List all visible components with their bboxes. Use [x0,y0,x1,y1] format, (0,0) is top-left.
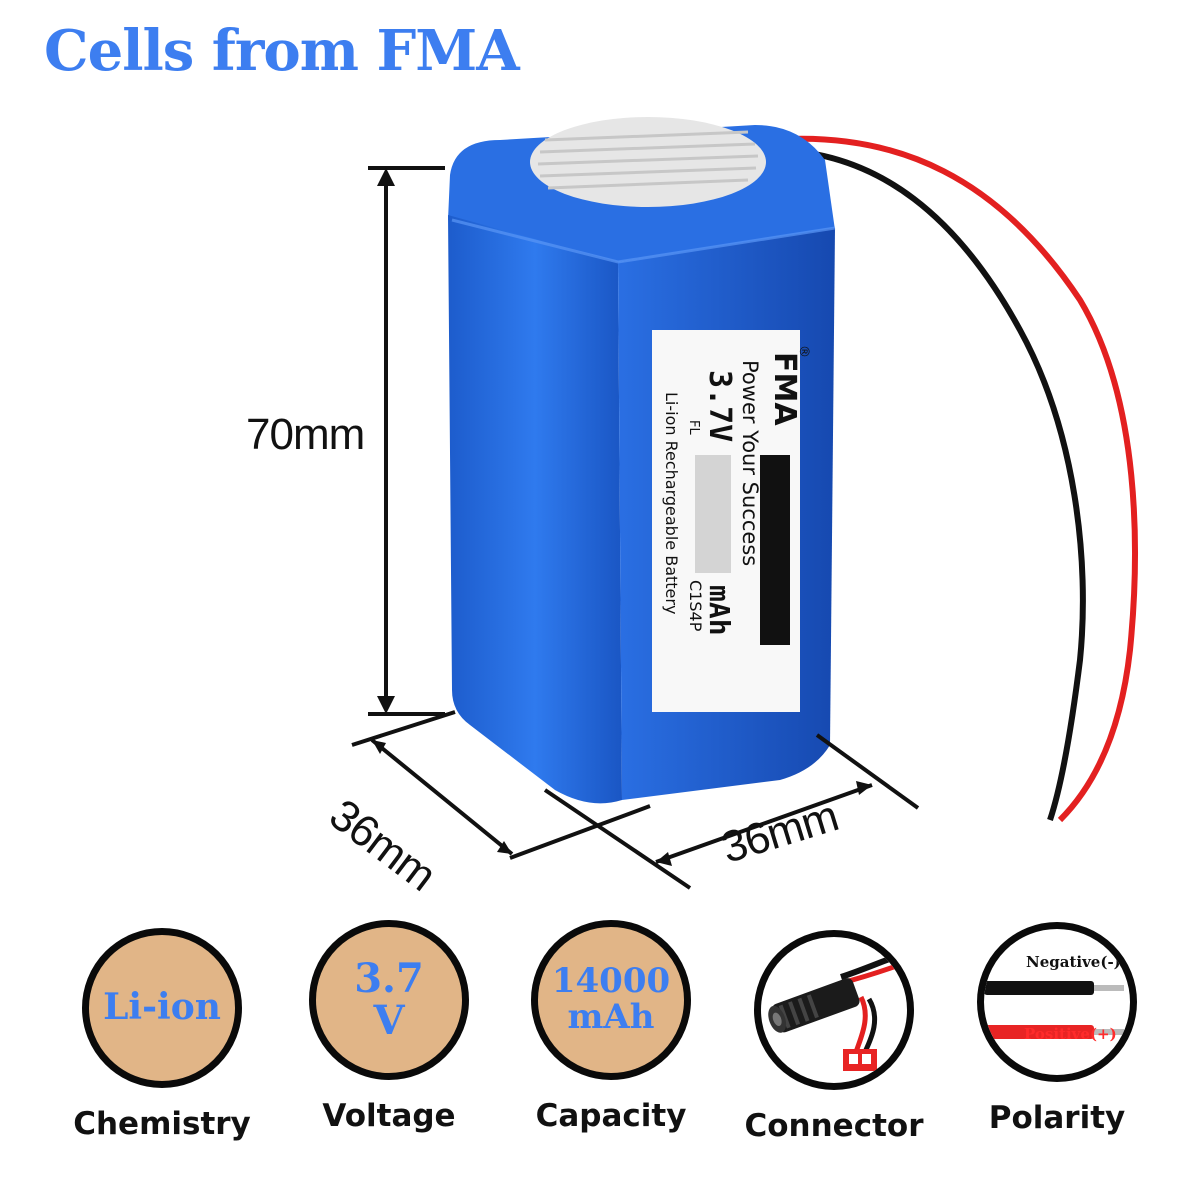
polarity-label: Polarity [988,1100,1126,1136]
voltage-unit: V [373,997,405,1044]
polarity-positive-label: Positive(+) [1024,1025,1117,1043]
battery-wires [769,135,1138,823]
label-registered: ® [796,345,811,358]
voltage-badge: 3.7 V [309,920,469,1080]
voltage-value: 3.7 [354,955,424,1002]
label-type: Li-ion Rechargeable Battery [662,392,681,614]
capacity-unit: mAh [567,997,655,1037]
label-blurred-capacity [695,455,731,573]
connector-badge [754,930,914,1090]
voltage-label: Voltage [322,1098,456,1134]
product-label: ® FMA Power Your Success 3.7V mAh FL C1S… [652,330,811,712]
chemistry-label: Chemistry [73,1106,251,1142]
label-logo-bar [760,455,790,645]
connector-image [768,949,907,1071]
capacity-badge: 14000 mAh [531,920,691,1080]
capacity-label: Capacity [535,1098,687,1134]
battery-pack: ® FMA Power Your Success 3.7V mAh FL C1S… [448,117,836,804]
connector-label: Connector [744,1108,924,1144]
jst-plug [843,1049,877,1071]
height-dimension-label: 70mm [246,410,365,459]
label-capacity-unit: mAh [703,585,736,636]
label-brand: FMA [767,352,802,426]
chemistry-value: Li-ion [103,986,221,1029]
polarity-wires [984,981,1124,1039]
chemistry-badge: Li-ion [82,928,242,1088]
label-slogan: Power Your Success [738,360,762,566]
label-config: C1S4P [686,580,705,632]
headline: Cells from FMA [44,18,520,84]
label-model-prefix: FL [686,420,701,435]
dimension-lines [351,166,920,890]
capacity-value: 14000 [551,961,671,1002]
polarity-badge: Negative(-) Positive(+) [977,922,1137,1082]
battery-product-image: ® FMA Power Your Success 3.7V mAh FL C1S… [351,117,1138,890]
label-voltage: 3.7V [702,370,737,442]
polarity-negative-label: Negative(-) [1026,953,1121,971]
